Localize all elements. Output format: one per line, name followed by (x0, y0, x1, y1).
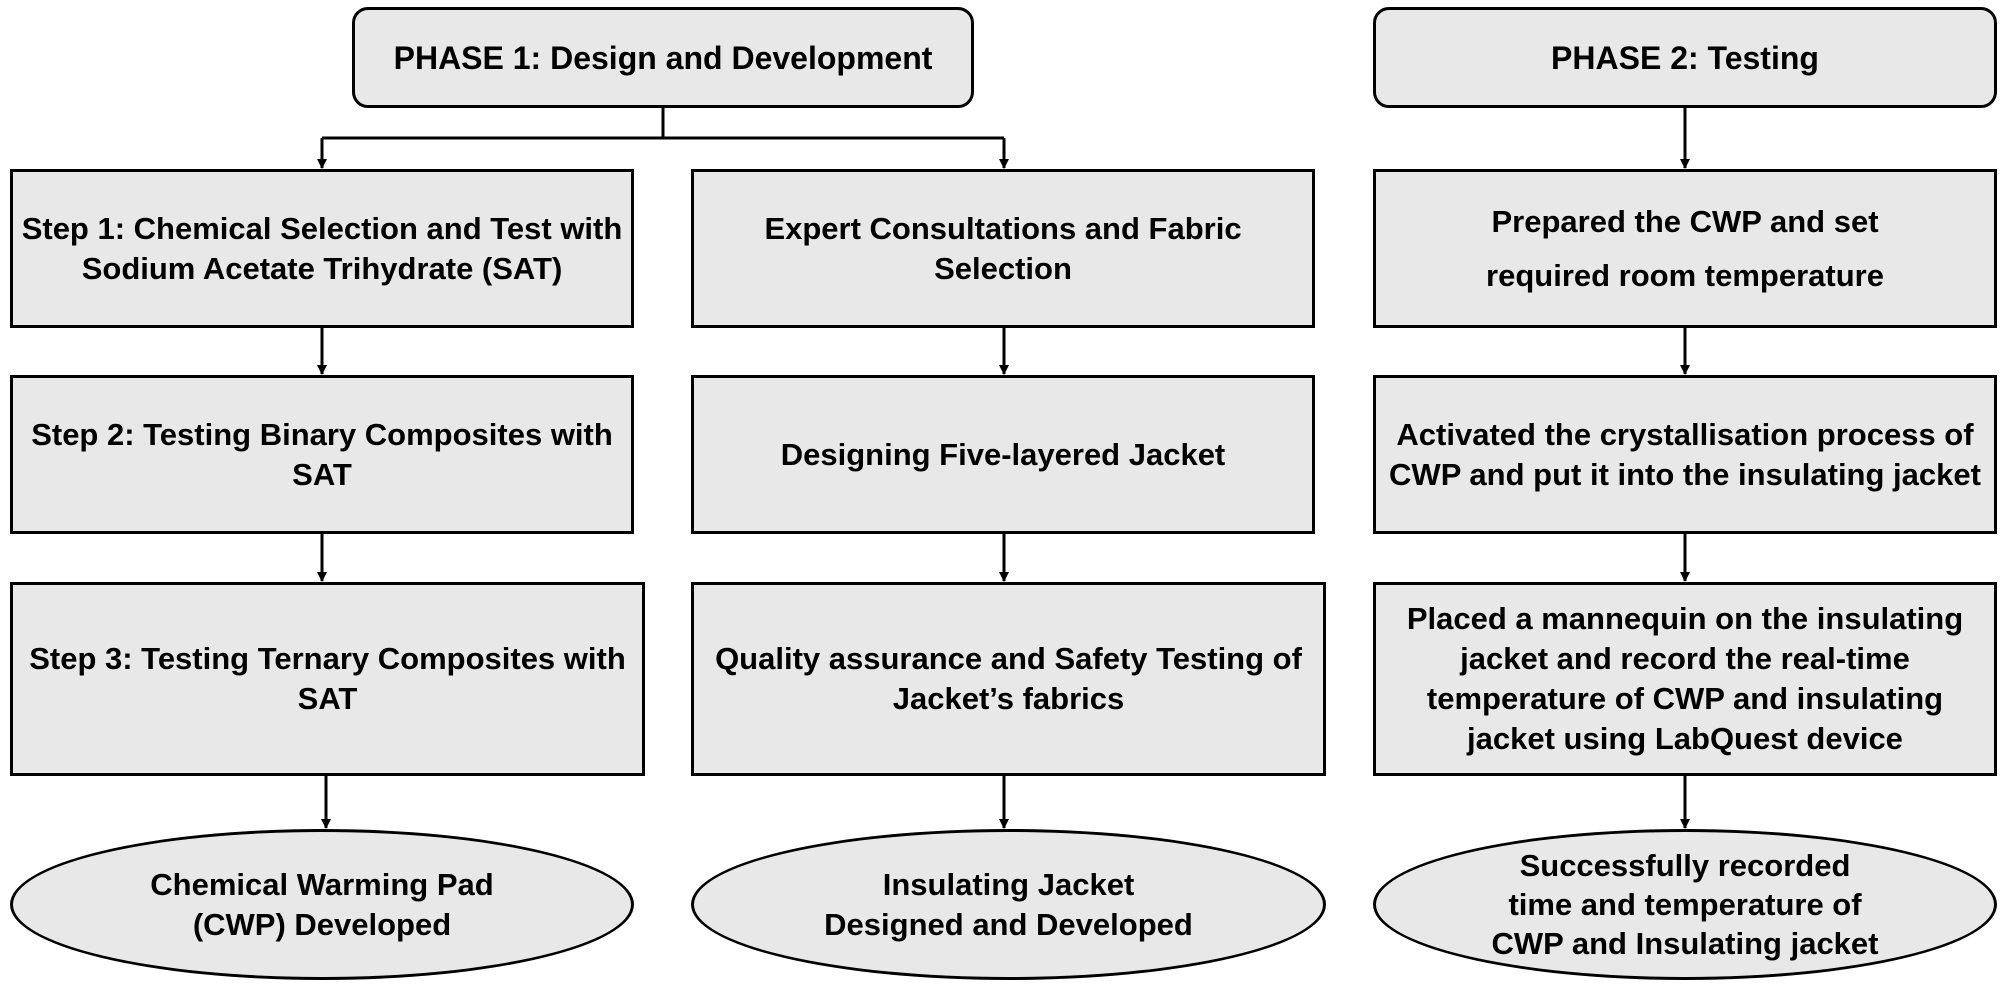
phase2-title: PHASE 2: Testing (1551, 39, 1819, 76)
col3-outcome-oval: Successfully recorded time and temperatu… (1373, 829, 1997, 980)
phase1-title: PHASE 1: Design and Development (393, 39, 933, 76)
col2-step3-text: Quality assurance and Safety Testing of … (715, 641, 1302, 716)
col2-outcome-text: Insulating Jacket Designed and Developed (824, 866, 1193, 942)
col1-outcome-text: Chemical Warming Pad (CWP) Developed (150, 866, 494, 942)
col2-step1-box: Expert Consultations and Fabric Selectio… (691, 169, 1315, 328)
col1-step1-text: Step 1: Chemical Selection and Test with… (21, 210, 623, 286)
col2-outcome-oval: Insulating Jacket Designed and Developed (691, 829, 1326, 980)
col1-step1-box: Step 1: Chemical Selection and Test with… (10, 169, 634, 328)
col2-step1-text: Expert Consultations and Fabric Selectio… (764, 210, 1242, 286)
col2-step2-box: Designing Five-layered Jacket (691, 375, 1315, 534)
col1-step2-text: Step 2: Testing Binary Composites with S… (31, 416, 613, 492)
col3-step3-text: Placed a mannequin on the insulating jac… (1406, 601, 1964, 756)
col1-step2-box: Step 2: Testing Binary Composites with S… (10, 375, 634, 534)
col3-step1-text: Prepared the CWP and set required room t… (1486, 203, 1884, 293)
col3-step3-box: Placed a mannequin on the insulating jac… (1373, 582, 1997, 776)
col3-step2-text: Activated the crystallisation process of… (1389, 416, 1981, 492)
col3-step2-box: Activated the crystallisation process of… (1373, 375, 1997, 534)
col1-step3-box: Step 3: Testing Ternary Composites with … (10, 582, 645, 776)
phase2-header: PHASE 2: Testing (1373, 7, 1997, 108)
col3-outcome-text: Successfully recorded time and temperatu… (1491, 848, 1879, 961)
col3-step1-box: Prepared the CWP and set required room t… (1373, 169, 1997, 328)
col1-step3-text: Step 3: Testing Ternary Composites with … (29, 641, 626, 716)
col2-step3-box: Quality assurance and Safety Testing of … (691, 582, 1326, 776)
col2-step2-text: Designing Five-layered Jacket (780, 436, 1226, 472)
phase1-header: PHASE 1: Design and Development (352, 7, 974, 108)
col1-outcome-oval: Chemical Warming Pad (CWP) Developed (10, 829, 634, 980)
